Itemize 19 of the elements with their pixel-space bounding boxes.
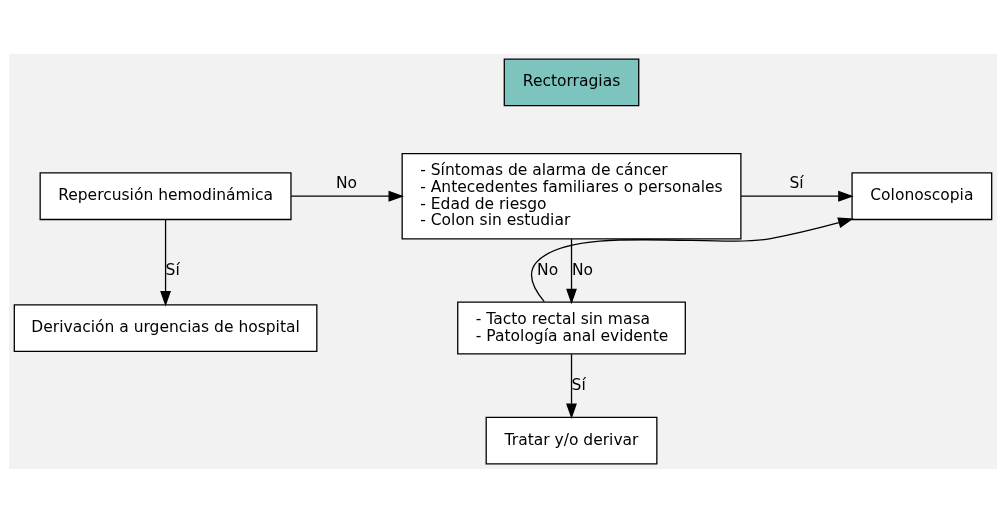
node-box: Rectorragias bbox=[503, 58, 640, 107]
arrow bbox=[566, 353, 577, 419]
edge-label: No bbox=[537, 260, 559, 279]
arrow bbox=[530, 217, 854, 303]
arrow bbox=[566, 238, 577, 305]
node-box: Repercusión hemodinámica bbox=[39, 172, 292, 221]
arrow bbox=[290, 190, 405, 202]
edge-label: Sí bbox=[789, 173, 804, 192]
edge-label: No bbox=[571, 260, 594, 279]
node-box: Tratar y/o derivar bbox=[485, 416, 658, 465]
node-box: - Tacto rectal sin masa - Patología anal evidente bbox=[457, 301, 686, 355]
node-box: Derivación a urgencias de hospital bbox=[13, 304, 318, 352]
arrow bbox=[160, 219, 171, 307]
edge-label: Sí bbox=[571, 375, 586, 394]
node-box: Colonoscopia bbox=[851, 172, 993, 221]
edge-label: Sí bbox=[165, 260, 180, 279]
node-box: - Síntomas de alarma de cáncer - Antecedentes familiares o personales - Edad de riesgo - Colon sin estudiar bbox=[401, 152, 742, 240]
edge-label: No bbox=[336, 173, 358, 192]
arrow bbox=[740, 190, 854, 202]
